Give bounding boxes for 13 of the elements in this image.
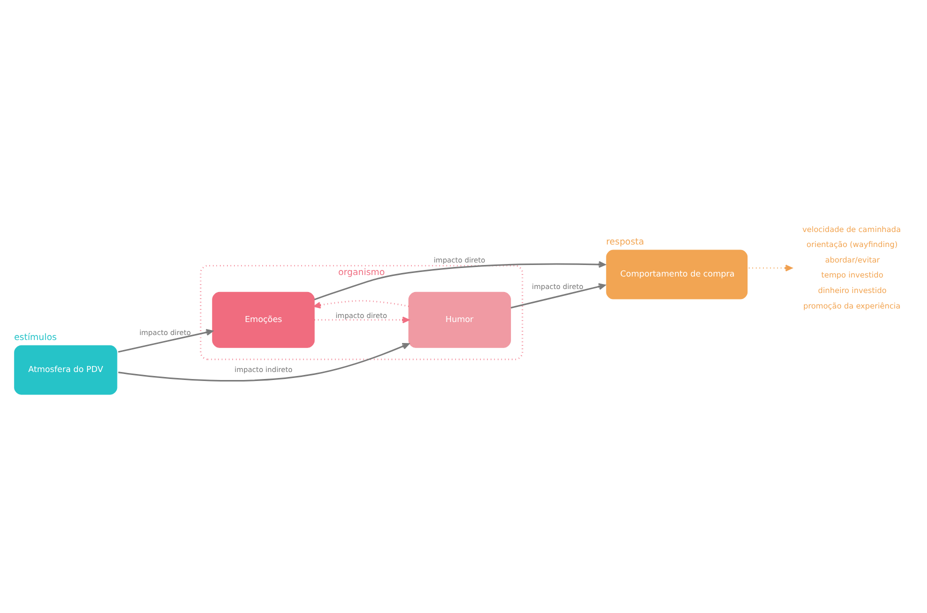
node-box: Humor (408, 292, 511, 348)
node-box: Comportamento de compra (606, 250, 748, 300)
arrow (118, 343, 410, 382)
arrow (314, 300, 409, 309)
node-label: estímulos (14, 332, 57, 343)
node-box: Atmosfera do PDV (14, 345, 118, 395)
arrow (118, 329, 214, 353)
node-label: resposta (606, 237, 644, 248)
arrow (510, 283, 606, 308)
arrow (314, 316, 410, 324)
arrow (748, 264, 792, 272)
node-box: Emoções (212, 292, 315, 348)
arrow (314, 261, 606, 300)
